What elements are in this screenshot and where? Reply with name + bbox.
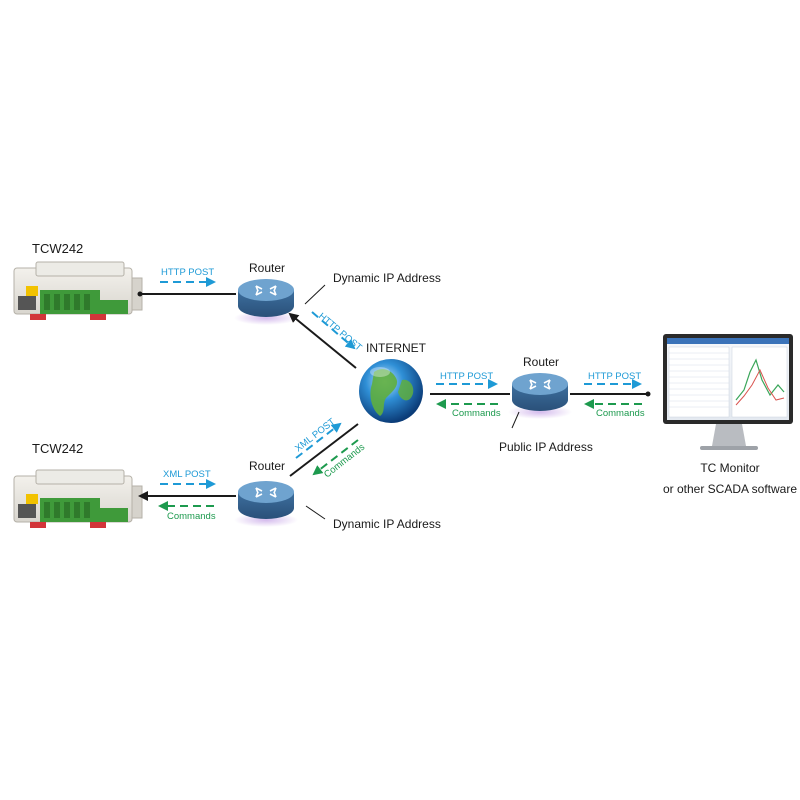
monitor-subtitle: or other SCADA software bbox=[663, 482, 797, 496]
router-top-address: Dynamic IP Address bbox=[333, 271, 441, 285]
internet-send-label: HTTP POST bbox=[440, 371, 493, 382]
device-top-label: TCW242 bbox=[32, 241, 83, 256]
router-arrows-icon bbox=[255, 487, 277, 498]
device-top: TCW242 bbox=[13, 241, 143, 320]
router-public-address: Public IP Address bbox=[499, 440, 593, 454]
monitor-table bbox=[668, 346, 730, 418]
router-bottom-uplink-label: XML POST bbox=[293, 416, 338, 454]
monitor-base bbox=[700, 446, 758, 450]
link-router-bottom-internet bbox=[289, 423, 359, 477]
device-top-image bbox=[13, 261, 143, 320]
device-bottom-receive-label: Commands bbox=[167, 511, 216, 522]
router-arrows-icon bbox=[529, 379, 551, 390]
router-top-address-pointer bbox=[304, 284, 326, 305]
internet-receive-label: Commands bbox=[452, 408, 501, 419]
monitor-chart bbox=[731, 346, 788, 418]
router-public-send-label: HTTP POST bbox=[588, 371, 641, 382]
device-top-send-label: HTTP POST bbox=[161, 267, 214, 278]
device-bottom-send-label: XML POST bbox=[163, 469, 211, 480]
arrow-commands-downlink bbox=[312, 439, 359, 476]
link-router-top-internet bbox=[288, 312, 357, 369]
arrow-http-post-uplink bbox=[311, 311, 356, 350]
router-public: Router bbox=[508, 355, 572, 419]
monitor bbox=[663, 334, 793, 450]
link-endpoint bbox=[137, 291, 143, 297]
router-top-label: Router bbox=[249, 261, 285, 275]
device-bottom-image bbox=[13, 469, 143, 528]
link-endpoint bbox=[645, 391, 651, 397]
device-bottom: TCW242 bbox=[13, 441, 143, 528]
router-top-uplink-label: HTTP POST bbox=[316, 311, 364, 354]
router-bottom: Router bbox=[234, 459, 298, 527]
router-public-label: Router bbox=[523, 355, 559, 369]
router-bottom-address: Dynamic IP Address bbox=[333, 517, 441, 531]
router-bottom-address-pointer bbox=[305, 505, 326, 520]
device-bottom-label: TCW242 bbox=[32, 441, 83, 456]
router-top: Router bbox=[234, 261, 298, 325]
arrow-xml-post-uplink bbox=[295, 422, 342, 459]
internet-label: INTERNET bbox=[366, 341, 427, 355]
router-arrows-icon bbox=[255, 285, 277, 296]
router-public-address-pointer bbox=[511, 411, 520, 429]
monitor-stand bbox=[712, 424, 746, 446]
internet-globe: INTERNET bbox=[359, 341, 427, 423]
router-bottom-label: Router bbox=[249, 459, 285, 473]
monitor-title: TC Monitor bbox=[700, 461, 759, 475]
router-public-receive-label: Commands bbox=[596, 408, 645, 419]
